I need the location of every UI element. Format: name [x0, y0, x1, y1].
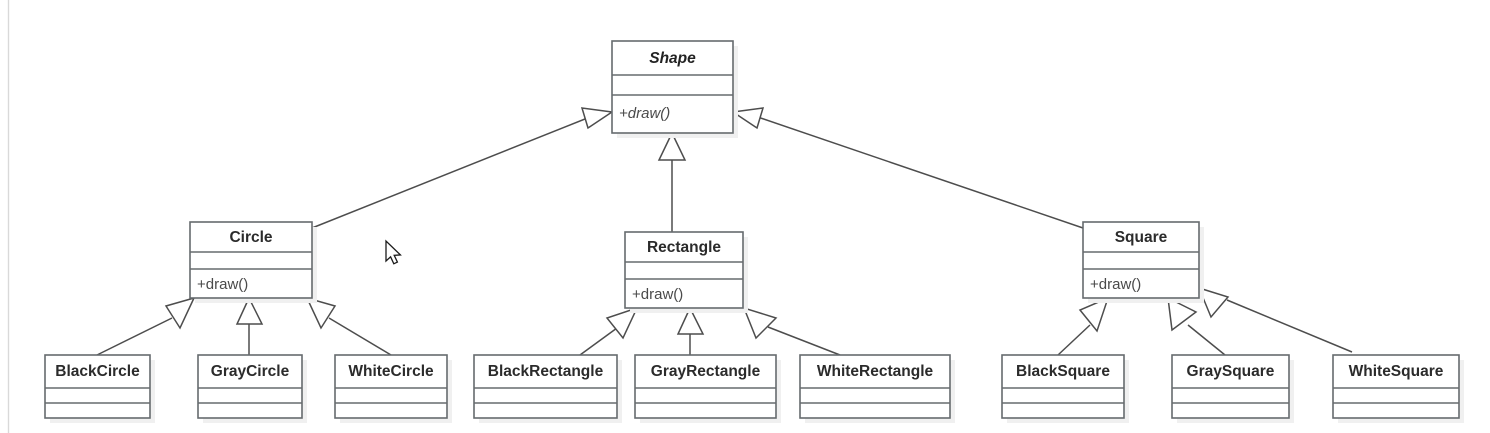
class-name-black-square: BlackSquare [1016, 363, 1110, 380]
class-name-square: Square [1115, 229, 1168, 246]
class-box-gray-circle[interactable]: GrayCircle [197, 354, 307, 423]
class-name-black-rectangle: BlackRectangle [488, 363, 604, 380]
class-name-rectangle: Rectangle [647, 239, 721, 256]
class-method-square-draw: +draw() [1090, 276, 1141, 293]
edge-rectangle-to-shape [657, 131, 687, 232]
class-box-white-square[interactable]: WhiteSquare [1332, 354, 1464, 423]
edge-blackcircle-to-circle [96, 296, 196, 356]
class-name-gray-square: GraySquare [1187, 363, 1275, 380]
class-name-black-circle: BlackCircle [55, 363, 140, 380]
mouse-pointer-icon [385, 239, 402, 265]
edge-whitesquare-to-square [1197, 286, 1353, 353]
class-method-rectangle-draw: +draw() [632, 286, 683, 303]
class-box-circle[interactable]: Circle +draw() [189, 221, 317, 303]
class-box-gray-square[interactable]: GraySquare [1171, 354, 1294, 423]
edge-blacksquare-to-square [1057, 296, 1110, 356]
edge-whitecircle-to-circle [305, 296, 392, 356]
generalization-edges [96, 107, 1353, 356]
class-name-gray-circle: GrayCircle [211, 363, 290, 380]
edge-graysquare-to-square [1167, 296, 1226, 356]
class-box-white-circle[interactable]: WhiteCircle [334, 354, 452, 423]
class-name-white-square: WhiteSquare [1349, 363, 1444, 380]
class-name-shape: Shape [649, 50, 696, 67]
class-box-white-rectangle[interactable]: WhiteRectangle [799, 354, 955, 423]
class-box-shape[interactable]: Shape +draw() [611, 40, 738, 138]
edge-circle-to-shape [311, 107, 615, 229]
leaf-class-boxes: BlackCircle GrayCircle WhiteCircle BlackRec… [44, 354, 1464, 423]
class-name-white-rectangle: WhiteRectangle [817, 363, 934, 380]
edge-square-to-shape [730, 107, 1084, 229]
class-box-black-square[interactable]: BlackSquare [1001, 354, 1129, 423]
class-box-black-rectangle[interactable]: BlackRectangle [473, 354, 622, 423]
class-box-square[interactable]: Square +draw() [1082, 221, 1204, 303]
class-name-gray-rectangle: GrayRectangle [651, 363, 761, 380]
class-box-black-circle[interactable]: BlackCircle [44, 354, 155, 423]
class-name-circle: Circle [229, 229, 272, 246]
class-box-rectangle[interactable]: Rectangle +draw() [624, 231, 748, 313]
edge-graycircle-to-circle [235, 296, 264, 355]
edge-blackrectangle-to-rectangle [579, 306, 639, 356]
class-box-gray-rectangle[interactable]: GrayRectangle [634, 354, 781, 423]
edge-grayrectangle-to-rectangle [676, 306, 705, 355]
class-method-circle-draw: +draw() [197, 276, 248, 293]
class-method-shape-draw: +draw() [619, 105, 670, 122]
class-name-white-circle: WhiteCircle [348, 363, 434, 380]
edge-whiterectangle-to-rectangle [742, 306, 841, 356]
